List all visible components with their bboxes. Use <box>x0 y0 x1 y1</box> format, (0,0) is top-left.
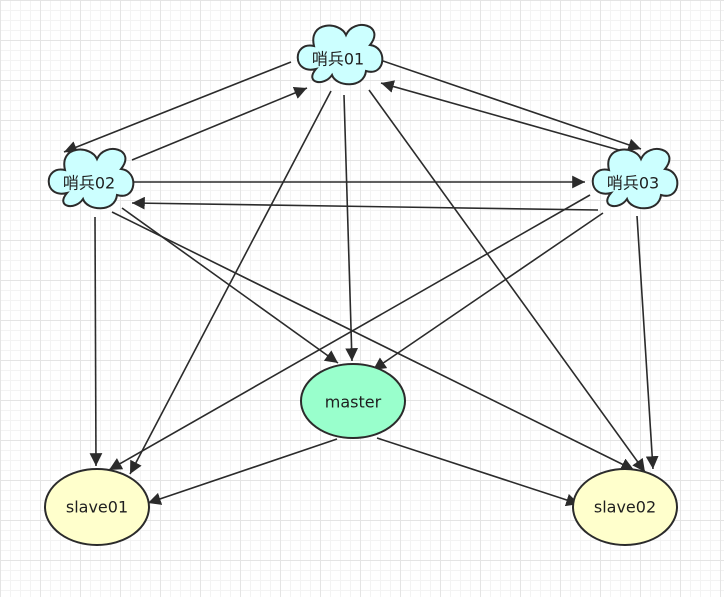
sentinel03-node[interactable]: 哨兵03 <box>591 147 679 210</box>
sentinel03-label: 哨兵03 <box>607 174 659 193</box>
slave02-ellipse <box>572 468 678 546</box>
slave02-node[interactable]: slave02 <box>572 468 678 546</box>
edge-master-to-slave01 <box>147 438 338 505</box>
sentinel01-node[interactable]: 哨兵01 <box>296 23 384 86</box>
edge-sentinel02-to-slave01 <box>89 216 103 467</box>
edge-sentinel02-to-master <box>121 207 339 364</box>
edge-master-to-slave02 <box>376 437 580 507</box>
slave02-label: slave02 <box>594 498 656 517</box>
edge-sentinel01-to-slave01 <box>129 90 332 475</box>
sentinel02-node[interactable]: 哨兵02 <box>47 147 135 210</box>
edge-sentinel02-to-slave02 <box>111 211 635 471</box>
edges-layer <box>63 59 659 507</box>
edge-sentinel03-to-slave01 <box>108 194 591 471</box>
master-node[interactable]: master <box>300 363 406 439</box>
sentinel01-label: 哨兵01 <box>312 50 364 69</box>
slave01-ellipse <box>44 468 150 546</box>
master-ellipse <box>300 363 406 439</box>
sentinel02-label: 哨兵02 <box>63 174 115 193</box>
edge-sentinel03-to-sentinel01 <box>380 80 627 153</box>
slave01-node[interactable]: slave01 <box>44 468 150 546</box>
master-label: master <box>325 393 382 412</box>
edge-sentinel01-to-sentinel02 <box>63 61 292 154</box>
edge-sentinel01-to-master <box>343 94 359 362</box>
slave01-label: slave01 <box>66 498 128 517</box>
edge-sentinel03-to-master <box>372 212 604 371</box>
edge-sentinel01-to-sentinel03 <box>379 59 642 151</box>
edge-sentinel03-to-slave02 <box>636 215 659 470</box>
edge-sentinel03-to-sentinel02 <box>131 196 599 211</box>
edge-sentinel01-to-slave02 <box>368 89 646 473</box>
edge-sentinel02-to-sentinel01 <box>131 86 308 161</box>
